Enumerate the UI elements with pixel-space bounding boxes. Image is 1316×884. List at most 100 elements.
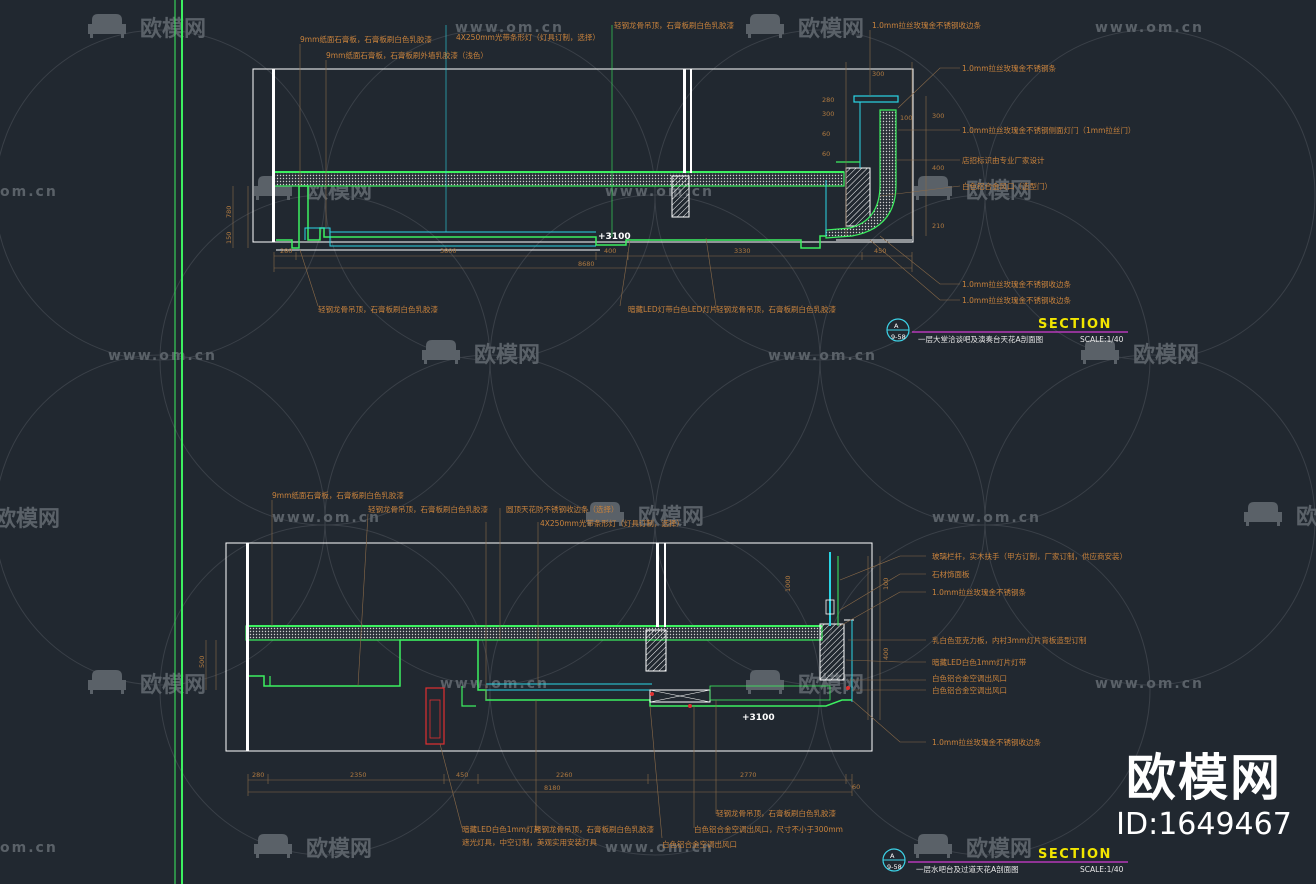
section-a-dim-right-3: 300: [822, 110, 834, 118]
section-b-dim-right-1: 1000: [784, 575, 792, 592]
section-a-note-right-6: 1.0mm拉丝玫瑰金不锈钢收边条: [962, 295, 1072, 305]
section-b-note-right-7: 白色铝合金空调出风口: [932, 685, 1007, 695]
section-b-note-top-4: 4X250mm光带条形灯（灯具订制，选择）: [540, 518, 684, 528]
watermark-url: www.om.cn: [605, 840, 714, 856]
section-a-dim-bottom-2: 3800: [440, 247, 457, 255]
sofa-icon: [746, 670, 784, 694]
section-a-dim-right-1: 300: [872, 70, 884, 78]
section-b-title-block: A 9-58 SECTION 一层水吧台及过道天花A剖面图 SCALE:1/40: [882, 847, 1128, 874]
watermark-url: om.cn: [0, 840, 58, 856]
watermark-brand: 欧模网: [638, 504, 704, 530]
section-b-title: 一层水吧台及过道天花A剖面图: [916, 864, 1019, 874]
section-a-drawing: +3100: [232, 25, 961, 307]
section-b-dim-bottom-2: 2350: [350, 771, 367, 779]
section-a-title-block: A 9-58 SECTION 一层大堂洽谈吧及演奏台天花A剖面图 SCALE:1…: [886, 317, 1128, 344]
section-b-note-right-6: 白色铝合金空调出风口: [932, 673, 1007, 683]
watermark-url: www.om.cn: [272, 510, 381, 526]
section-a-dim-right-4: 300: [932, 112, 944, 120]
section-a-scale: SCALE:1/40: [1080, 335, 1124, 344]
section-b-dim-bottom-1: 280: [252, 771, 264, 779]
watermark-brand: 欧模网: [0, 506, 60, 532]
sofa-icon: [746, 14, 784, 38]
section-b-note-right-1: 玻璃栏杆，实木扶手（甲方订制，厂家订制，供应商安装）: [932, 551, 1127, 561]
watermark-brand: 欧模网: [474, 342, 540, 368]
sofa-icon: [88, 670, 126, 694]
section-b-note-right-3: 1.0mm拉丝玫瑰金不锈钢条: [932, 587, 1027, 597]
section-a-section-word: SECTION: [1038, 317, 1112, 332]
section-a-note-right-5: 1.0mm拉丝玫瑰金不锈钢收边条: [962, 279, 1072, 289]
section-b-note-top-1: 9mm纸面石膏板，石膏板刷白色乳胶漆: [272, 490, 404, 500]
section-a-note-right-3: 店招标识由专业厂家设计: [962, 155, 1045, 165]
section-b-note-bottom-2: 遮光灯具，中空订制，美观实用安装灯具: [462, 837, 597, 847]
section-b-dim-left-1: 500: [198, 656, 206, 668]
section-b-note-right-4: 乳白色亚克力板，内衬3mm灯片背板造型订制: [932, 635, 1086, 645]
section-b-dim-right-3: 100: [882, 578, 890, 590]
section-a-note-bottom-1: 轻钢龙骨吊顶，石膏板刷白色乳胶漆: [318, 304, 438, 314]
section-a-note-top-5: 1.0mm拉丝玫瑰金不锈钢收边条: [872, 20, 982, 30]
section-b-note-bottom-4: 轻钢龙骨吊顶，石膏板刷白色乳胶漆: [716, 808, 836, 818]
sofa-icon: [254, 834, 292, 858]
section-b-marker-sheet: 9-58: [887, 863, 902, 871]
watermark-url: www.om.cn: [768, 348, 877, 364]
section-b-dim-bottom-4: 2260: [556, 771, 573, 779]
section-b-dim-bottom-3: 450: [456, 771, 468, 779]
sofa-icon: [422, 340, 460, 364]
sofa-icon: [1244, 502, 1282, 526]
section-b-note-right-8: 1.0mm拉丝玫瑰金不锈钢收边条: [932, 737, 1042, 747]
section-a-dim-left-2: 150: [225, 232, 233, 244]
section-b-dim-right-2: 400: [882, 648, 890, 660]
section-a-dim-right-9: 100: [900, 114, 912, 122]
watermark-brand: 欧模网: [966, 836, 1032, 862]
section-a-note-right-4: 白色铝合金风口（造型门）: [962, 181, 1052, 191]
section-b-note-bottom-1: 暗藏LED白色1mm灯片: [462, 824, 541, 834]
watermark-url: www.om.cn: [108, 348, 217, 364]
section-a-dim-bottom-5: 450: [874, 247, 886, 255]
section-a-note-top-2: 9mm纸面石膏板，石膏板刷外墙乳胶漆（浅色）: [326, 50, 488, 60]
section-a-dim-right-8: 60: [822, 130, 830, 138]
sofa-icon: [914, 834, 952, 858]
watermark-brand: 欧模网: [306, 836, 372, 862]
section-a-dim-right-5: 400: [932, 164, 944, 172]
section-b-note-top-2: 轻钢龙骨吊顶，石膏板刷白色乳胶漆: [368, 504, 488, 514]
watermark-brand: 欧模网: [966, 178, 1032, 204]
watermark-brand: 欧模网: [140, 16, 206, 42]
section-a-dim-total: 8680: [578, 260, 595, 268]
section-b-elevation: +3100: [742, 713, 775, 723]
section-a-marker-sheet: 9-58: [891, 333, 906, 341]
watermark-url: www.om.cn: [1095, 676, 1204, 692]
section-a-note-bottom-2: 暗藏LED灯带白色LED灯片: [628, 304, 717, 314]
section-b-note-bottom-5: 白色铝合金空调出风口，尺寸不小于300mm: [694, 824, 843, 834]
watermark-brand: 欧模网: [1133, 342, 1199, 368]
section-b-note-right-2: 石材饰面板: [932, 569, 970, 579]
section-a-dim-bottom-1: 280: [280, 247, 292, 255]
section-b-section-word: SECTION: [1038, 847, 1112, 862]
section-a-note-right-1: 1.0mm拉丝玫瑰金不锈钢条: [962, 63, 1057, 73]
watermark-url: www.om.cn: [1095, 20, 1204, 36]
section-a-note-top-4: 轻钢龙骨吊顶，石膏板刷白色乳胶漆: [614, 20, 734, 30]
section-b-scale: SCALE:1/40: [1080, 865, 1124, 874]
watermark-layer: 欧模网 www.om.cn 欧模网 www.om.cn om.cn 欧模网 ww…: [0, 14, 1316, 862]
section-a-dim-right-2: 280: [822, 96, 834, 104]
section-a-elevation: +3100: [598, 232, 631, 242]
section-b-dim-bottom-5: 2770: [740, 771, 757, 779]
watermark-url: www.om.cn: [932, 510, 1041, 526]
section-a-note-right-2: 1.0mm拉丝玫瑰金不锈钢侧面灯门（1mm拉丝门）: [962, 125, 1135, 135]
stamp-id: ID:1649467: [1116, 807, 1292, 842]
section-b-note-top-3: 圆顶天花防不锈钢收边条（选择）: [506, 504, 619, 514]
brand-stamp: 欧模网 ID:1649467: [1104, 748, 1304, 842]
watermark-arcs: [0, 29, 1316, 856]
watermark-url: www.om.cn: [455, 20, 564, 36]
watermark-url: om.cn: [0, 184, 58, 200]
section-a-note-top-3: 4X250mm光带条形灯（灯具订制，选择）: [456, 32, 600, 42]
section-b-note-bottom-6: 白色铝合金空调出风口: [662, 839, 737, 849]
watermark-brand: 欧模网: [140, 672, 206, 698]
section-b-note-right-5: 暗藏LED白色1mm灯片灯带: [932, 657, 1027, 667]
section-a-note-top-1: 9mm纸面石膏板，石膏板刷白色乳胶漆: [300, 34, 432, 44]
section-a-marker-letter: A: [894, 322, 899, 330]
watermark-brand: 欧模网: [1296, 504, 1316, 530]
section-a-dim-bottom-3: 400: [604, 247, 616, 255]
section-a-title: 一层大堂洽谈吧及演奏台天花A剖面图: [918, 334, 1043, 344]
section-a-dim-right-7: 60: [822, 150, 830, 158]
section-b-marker-letter: A: [890, 852, 895, 860]
